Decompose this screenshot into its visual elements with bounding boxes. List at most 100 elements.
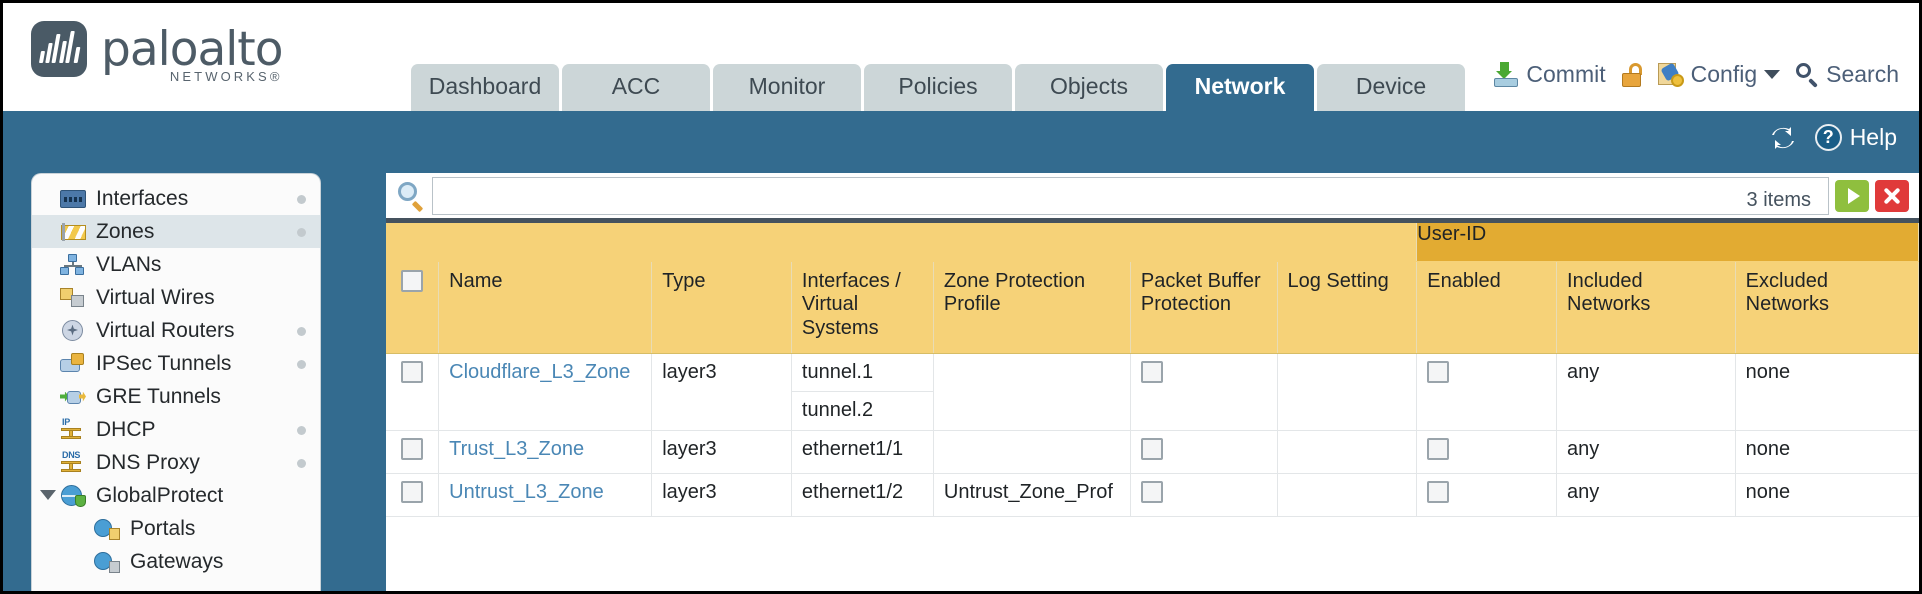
column-header-interfaces[interactable]: Interfaces / Virtual Systems — [791, 261, 934, 354]
row-checkbox[interactable] — [401, 437, 424, 460]
sidebar-status-dot — [297, 360, 306, 369]
sidebar-item-interfaces[interactable]: Interfaces — [32, 182, 320, 215]
search-filter-icon[interactable] — [396, 181, 426, 212]
tab-monitor[interactable]: Monitor — [713, 64, 861, 111]
table-row[interactable]: Untrust_L3_Zone layer3 ethernet1/2 Untru… — [386, 473, 1919, 517]
cell-zone-protection-profile — [933, 430, 1131, 474]
cell-excluded-networks: none — [1735, 430, 1919, 474]
virtual-wires-icon — [60, 287, 86, 309]
row-checkbox[interactable] — [401, 360, 424, 383]
zone-link[interactable]: Untrust_L3_Zone — [449, 480, 604, 503]
cell-packet-buffer-protection — [1130, 430, 1278, 474]
interface-entry: tunnel.1 — [791, 354, 933, 392]
sidebar-item-zones[interactable]: Zones — [32, 215, 320, 248]
sidebar-label-dns-proxy: DNS Proxy — [96, 450, 200, 474]
vlans-icon — [60, 253, 86, 276]
sidebar-label-gateways: Gateways — [130, 549, 224, 573]
table-row[interactable]: Trust_L3_Zone layer3 ethernet1/1 — [386, 430, 1919, 474]
sidebar-item-dns-proxy[interactable]: DNS DNS Proxy — [32, 446, 320, 479]
userid-enabled-checkbox[interactable] — [1427, 360, 1450, 383]
help-icon: ? — [1814, 124, 1842, 151]
ipsec-tunnels-icon — [60, 352, 86, 375]
refresh-icon[interactable] — [1769, 125, 1797, 151]
sidebar-item-globalprotect[interactable]: GlobalProtect — [32, 479, 320, 512]
help-button[interactable]: ? Help — [1814, 124, 1897, 151]
sidebar-item-ipsec-tunnels[interactable]: IPSec Tunnels — [32, 347, 320, 380]
tab-acc[interactable]: ACC — [562, 64, 710, 111]
column-header-enabled[interactable]: Enabled — [1416, 261, 1558, 354]
zone-link[interactable]: Trust_L3_Zone — [449, 437, 585, 460]
cell-type: layer3 — [651, 430, 792, 474]
virtual-routers-icon — [60, 319, 86, 342]
column-header-type[interactable]: Type — [651, 261, 792, 354]
sidebar-item-virtual-routers[interactable]: Virtual Routers — [32, 314, 320, 347]
sidebar-item-gateways[interactable]: Gateways — [32, 545, 320, 578]
sidebar-label-gre-tunnels: GRE Tunnels — [96, 384, 221, 408]
search-label: Search — [1826, 61, 1899, 87]
apply-filter-button[interactable] — [1835, 179, 1869, 212]
commit-icon — [1493, 61, 1519, 88]
clear-filter-button[interactable] — [1875, 179, 1909, 212]
packet-buffer-protection-checkbox[interactable] — [1140, 480, 1163, 503]
sidebar-item-portals[interactable]: Portals — [32, 512, 320, 545]
tab-device[interactable]: Device — [1317, 64, 1465, 111]
sidebar-label-interfaces: Interfaces — [96, 186, 189, 210]
interface-entry: ethernet1/2 — [801, 480, 904, 503]
sidebar-status-dot — [297, 459, 306, 468]
cell-included-networks: any — [1556, 473, 1736, 517]
sidebar-label-virtual-wires: Virtual Wires — [96, 285, 215, 309]
zones-panel: 3 items — [386, 173, 1919, 591]
commit-button[interactable]: Commit — [1493, 61, 1606, 88]
select-all-checkbox[interactable] — [401, 269, 424, 292]
help-label: Help — [1849, 124, 1897, 150]
column-header-packet-buffer-protection[interactable]: Packet Buffer Protection — [1130, 261, 1278, 354]
config-menu[interactable]: Config — [1657, 61, 1781, 88]
userid-enabled-checkbox[interactable] — [1427, 437, 1450, 460]
column-header-log-setting[interactable]: Log Setting — [1277, 261, 1418, 354]
column-header-name[interactable]: Name — [438, 261, 653, 354]
row-select-cell — [386, 353, 440, 431]
cell-userid-enabled — [1416, 353, 1558, 431]
userid-enabled-checkbox[interactable] — [1427, 480, 1450, 503]
tab-network[interactable]: Network — [1166, 64, 1314, 111]
sidebar-item-virtual-wires[interactable]: Virtual Wires — [32, 281, 320, 314]
filter-bar: 3 items — [386, 173, 1919, 223]
gre-tunnels-icon — [60, 386, 86, 408]
cell-included-networks: any — [1556, 353, 1736, 431]
cell-zone-protection-profile: Untrust_Zone_Prof — [933, 473, 1131, 517]
expand-triangle-icon[interactable] — [40, 490, 56, 500]
cell-name: Cloudflare_L3_Zone — [438, 353, 653, 431]
tab-dashboard[interactable]: Dashboard — [411, 64, 559, 111]
cell-excluded-networks: none — [1735, 353, 1919, 431]
sidebar-label-vlans: VLANs — [96, 252, 162, 276]
sidebar-item-gre-tunnels[interactable]: GRE Tunnels — [32, 380, 320, 413]
sidebar-item-vlans[interactable]: VLANs — [32, 248, 320, 281]
column-header-included-networks[interactable]: Included Networks — [1556, 261, 1736, 354]
table-row[interactable]: Cloudflare_L3_Zone layer3 tunnel.1 tunne… — [386, 353, 1919, 431]
sidebar-label-ipsec-tunnels: IPSec Tunnels — [96, 351, 232, 375]
sidebar-label-globalprotect: GlobalProtect — [96, 483, 224, 507]
main-navigation: Dashboard ACC Monitor Policies Objects N… — [411, 64, 1465, 111]
zone-link[interactable]: Cloudflare_L3_Zone — [449, 360, 631, 383]
sidebar-item-dhcp[interactable]: IP DHCP — [32, 413, 320, 446]
packet-buffer-protection-checkbox[interactable] — [1140, 360, 1163, 383]
config-label: Config — [1690, 61, 1758, 87]
padlock-unlocked-icon — [1621, 62, 1642, 87]
tab-policies[interactable]: Policies — [864, 64, 1012, 111]
chevron-down-icon — [1764, 70, 1781, 79]
column-header-excluded-networks[interactable]: Excluded Networks — [1735, 261, 1919, 354]
row-checkbox[interactable] — [401, 480, 424, 503]
search-button[interactable]: Search — [1796, 61, 1899, 88]
search-input[interactable] — [432, 176, 1829, 215]
app-header: paloalto NETWORKS® Dashboard ACC Monitor… — [3, 3, 1919, 111]
sidebar-status-dot — [297, 195, 306, 204]
tab-objects[interactable]: Objects — [1015, 64, 1163, 111]
column-header-zone-protection-profile[interactable]: Zone Protection Profile — [933, 261, 1131, 354]
lock-button[interactable] — [1621, 62, 1642, 87]
paloalto-logo-icon — [31, 21, 87, 77]
cell-name: Trust_L3_Zone — [438, 430, 653, 474]
packet-buffer-protection-checkbox[interactable] — [1140, 437, 1163, 460]
cell-included-networks: any — [1556, 430, 1736, 474]
brand-logo: paloalto NETWORKS® — [3, 3, 283, 83]
